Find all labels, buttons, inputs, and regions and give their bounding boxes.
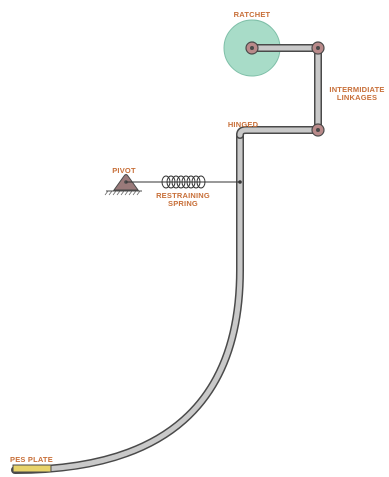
label-restraining-spring-line2: SPRING: [168, 199, 198, 208]
spring-attachment-point: [238, 180, 242, 184]
label-pivot: PIVOT: [112, 166, 136, 175]
linkage-bottom-joint: [311, 123, 325, 137]
label-hinged: HINGED: [228, 120, 259, 129]
linkage-top-joint: [311, 41, 325, 55]
restraining-spring-coils: [161, 175, 206, 189]
label-pes-plate: PES PLATE: [10, 455, 53, 464]
pes-rod-fill: [12, 132, 243, 473]
label-restraining-spring-line1: RESTRAINING: [156, 191, 210, 200]
pivot-support: [104, 174, 142, 196]
hinged-rod-top-fill: [237, 127, 321, 138]
ratchet-center-joint: [245, 41, 259, 55]
label-intermediate-linkages-line1: INTERMIDIATE: [329, 85, 384, 94]
label-ratchet: RATCHET: [234, 10, 271, 19]
label-intermediate-linkages-line2: LINKAGES: [337, 93, 377, 102]
pes-plate: [12, 464, 52, 473]
